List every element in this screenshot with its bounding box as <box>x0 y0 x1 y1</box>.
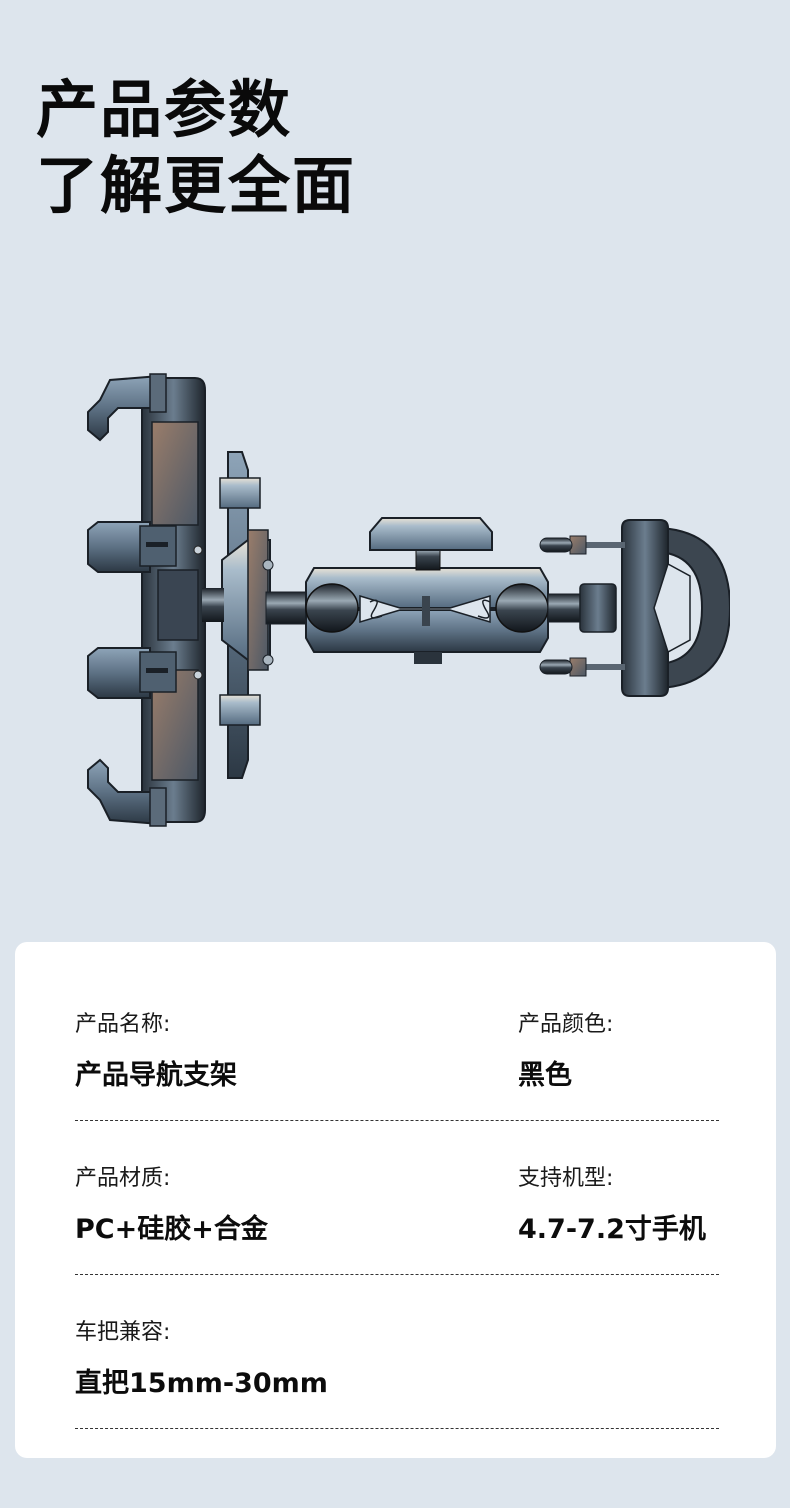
headline-line-2: 了解更全面 <box>36 149 357 222</box>
spec-value: 直把15mm-30mm <box>75 1368 328 1399</box>
spec-value: 产品导航支架 <box>75 1060 237 1091</box>
spec-product-color: 产品颜色: 黑色 <box>518 1010 613 1094</box>
spec-row-2: 产品材质: PC+硅胶+合金 支持机型: 4.7-7.2寸手机 <box>75 1164 719 1304</box>
dashed-divider <box>75 1274 719 1275</box>
spec-label: 产品颜色: <box>518 1012 614 1037</box>
specs-card: 产品名称: 产品导航支架 产品颜色: 黑色 产品材质: PC+硅胶+合金 支持机… <box>15 942 776 1458</box>
page-headline: 产品参数 了解更全面 <box>36 72 356 224</box>
spec-product-name: 产品名称: 产品导航支架 <box>75 1010 237 1094</box>
headline-line-1: 产品参数 <box>36 73 293 146</box>
spec-row-1: 产品名称: 产品导航支架 产品颜色: 黑色 <box>75 1010 719 1150</box>
spec-value: 4.7-7.2寸手机 <box>518 1214 706 1245</box>
product-image <box>70 360 732 840</box>
spec-label: 支持机型: <box>518 1166 614 1191</box>
spec-handlebar-compat: 车把兼容: 直把15mm-30mm <box>75 1318 328 1402</box>
spec-label: 车把兼容: <box>75 1320 171 1345</box>
spec-label: 产品材质: <box>75 1166 171 1191</box>
spec-label: 产品名称: <box>75 1012 171 1037</box>
spec-row-3: 车把兼容: 直把15mm-30mm <box>75 1318 719 1458</box>
spec-value: PC+硅胶+合金 <box>75 1214 268 1245</box>
dashed-divider <box>75 1428 719 1429</box>
spec-supported-models: 支持机型: 4.7-7.2寸手机 <box>518 1164 706 1248</box>
spec-value: 黑色 <box>518 1060 572 1091</box>
spec-material: 产品材质: PC+硅胶+合金 <box>75 1164 268 1248</box>
dashed-divider <box>75 1120 719 1121</box>
